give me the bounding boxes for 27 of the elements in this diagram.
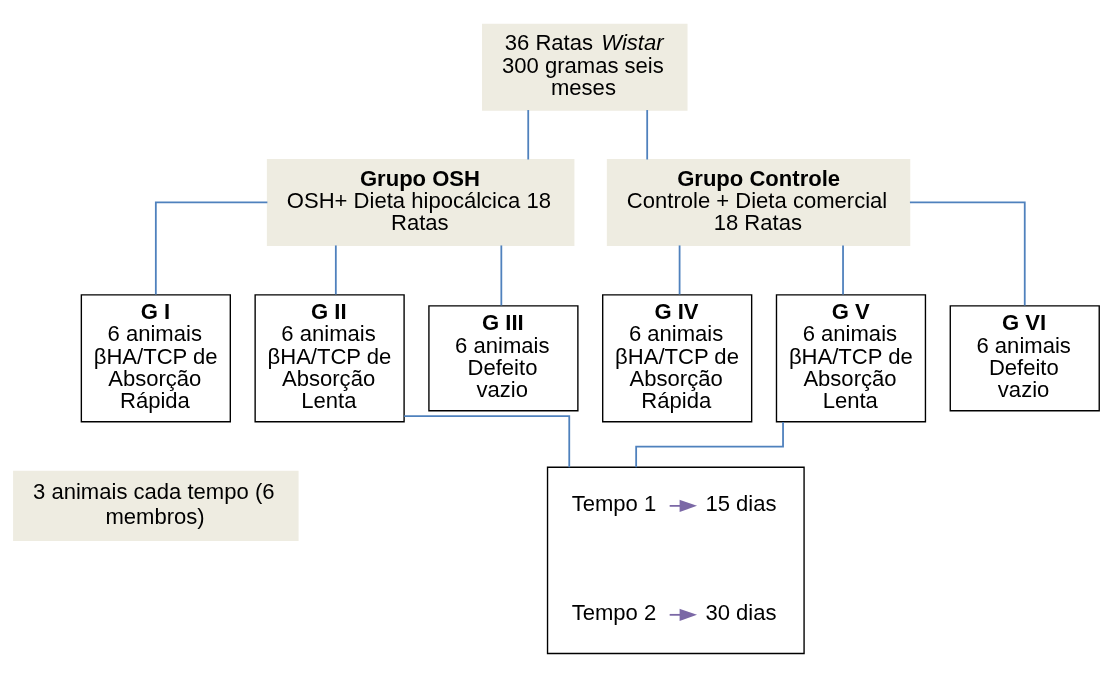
node-box: Grupo OSH OSH+ Dieta hipocálcica 18 Ratas — [266, 158, 575, 246]
connector — [403, 414, 571, 468]
cluster — [546, 466, 805, 654]
connector — [500, 244, 503, 306]
node-box: 36 Ratas Wistar 300 gramas seis meses — [482, 23, 688, 111]
node-box: G V 6 animais βHA/TCP de Absorção Lenta — [775, 293, 927, 422]
connector — [678, 244, 681, 295]
connector — [635, 420, 784, 468]
connector — [909, 201, 1026, 306]
connector — [842, 244, 844, 295]
node-text: Tempo 2 — [571, 599, 657, 625]
node-box: G III 6 animais Defeito vazio — [428, 304, 579, 411]
node-text: 30 dias — [705, 599, 777, 625]
node-box: G I 6 animais βHA/TCP de Absorção Rápida — [80, 293, 231, 422]
connector — [527, 108, 530, 160]
node-box: G II 6 animais βHA/TCP de Absorção Lenta — [254, 293, 405, 422]
node-box: Grupo Controle Controle + Dieta comercial 18 Ratas — [606, 158, 911, 246]
node-box: G IV 6 animais βHA/TCP de Absorção Rápida — [602, 293, 753, 422]
node-box: 3 animais cada tempo (6 membros) — [13, 470, 299, 541]
node-box: G VI 6 animais Defeito vazio — [949, 304, 1100, 411]
node-text: Tempo 1 — [571, 490, 657, 516]
arrow — [668, 608, 697, 621]
node-text: 15 dias — [705, 490, 777, 516]
arrow — [668, 499, 697, 512]
connector — [334, 244, 337, 295]
connector — [646, 108, 649, 160]
connector — [154, 201, 269, 295]
